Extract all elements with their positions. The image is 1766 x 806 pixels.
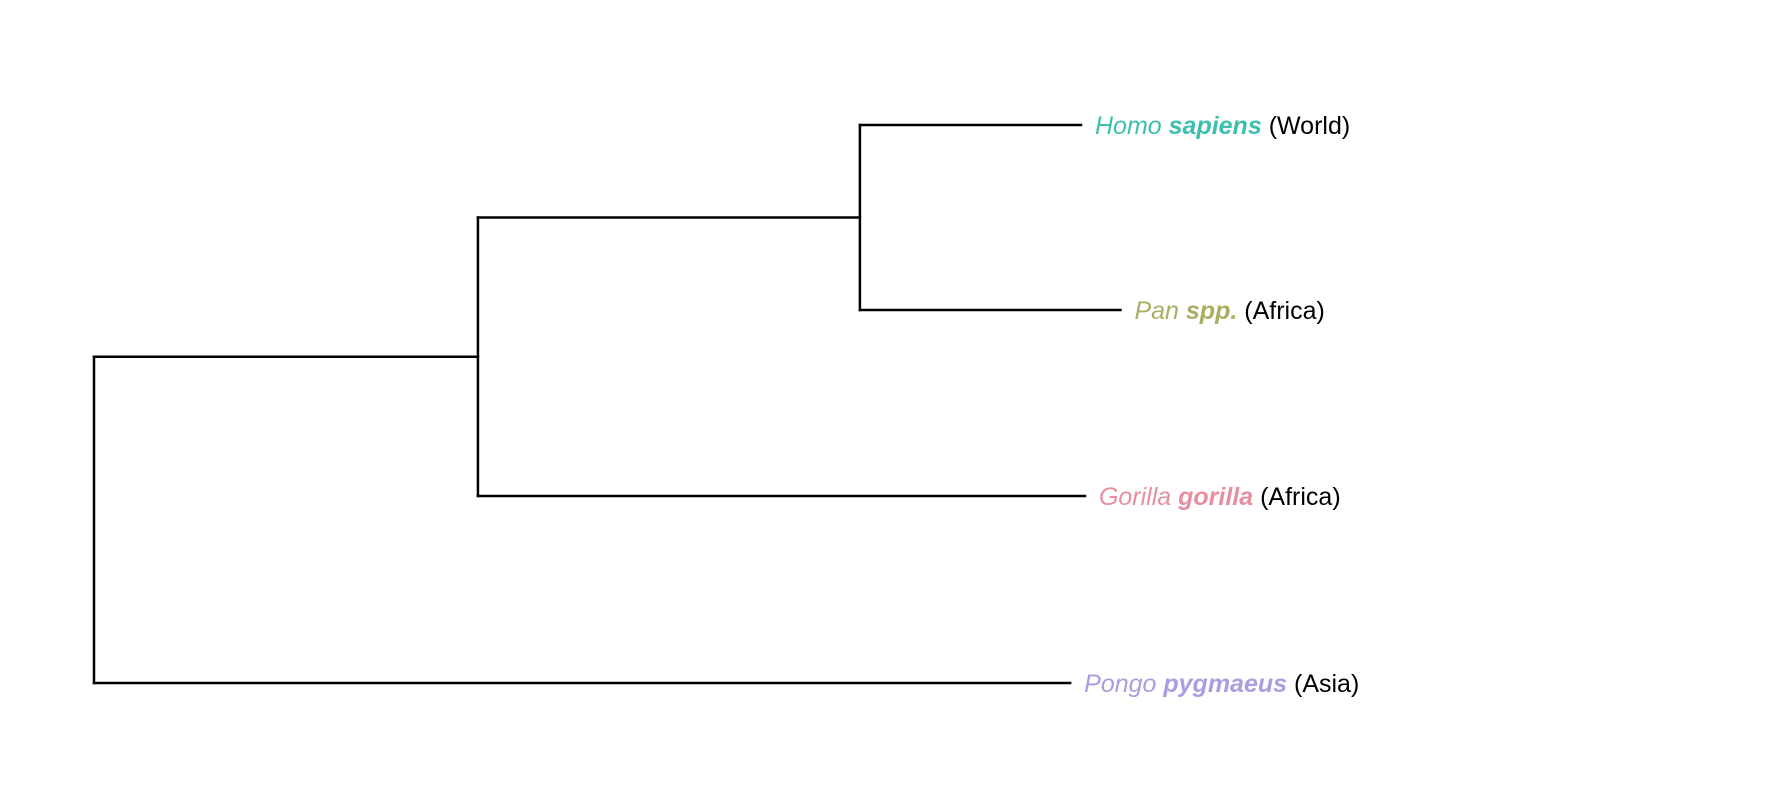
tip-species: spp.	[1179, 297, 1237, 325]
tip-species: sapiens	[1162, 112, 1262, 140]
tip-label: Pongo pygmaeus (Asia)	[1084, 670, 1359, 698]
tip-region: (Africa)	[1253, 483, 1341, 511]
tip-genus: Homo	[1095, 112, 1162, 140]
tip-region: (World)	[1262, 112, 1350, 140]
tip-region: (Africa)	[1237, 297, 1325, 325]
tip-region: (Asia)	[1287, 670, 1359, 698]
tip-label: Gorilla gorilla (Africa)	[1099, 483, 1341, 511]
tip-label: Pan spp. (Africa)	[1134, 297, 1324, 325]
tip-label: Homo sapiens (World)	[1095, 112, 1350, 140]
tip-genus: Pan	[1134, 297, 1178, 325]
tip-species: pygmaeus	[1156, 670, 1287, 698]
tip-genus: Pongo	[1084, 670, 1156, 698]
tip-species: gorilla	[1171, 483, 1253, 511]
tip-genus: Gorilla	[1099, 483, 1171, 511]
